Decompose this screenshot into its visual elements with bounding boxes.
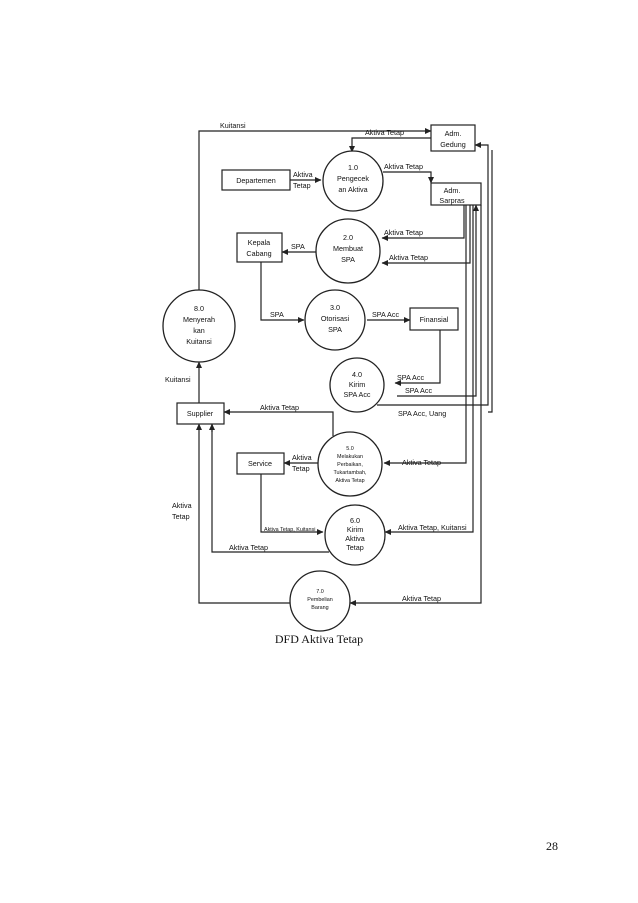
- flow-spa-p3: [260, 262, 305, 323]
- entity-supplier-label: Supplier: [187, 409, 214, 418]
- process-3: 3.0 Otorisasi SPA: [304, 289, 366, 351]
- process-4-number: 4.0: [352, 370, 362, 379]
- process-8-line4: Kuitansi: [186, 337, 212, 346]
- flow-aktiva-tetap-supplier: [223, 409, 334, 436]
- label-spa-p3: SPA: [270, 310, 284, 319]
- label-p5-service-1: Aktiva: [292, 453, 312, 462]
- entity-kepala-cabang: Kepala Cabang: [236, 232, 283, 263]
- entity-adm-gedung-line1: Adm.: [445, 129, 462, 138]
- label-aktiva-tetap-gedung: Aktiva Tetap: [365, 128, 404, 137]
- label-p6-in: Aktiva Tetap, Kuitansi: [398, 523, 467, 532]
- process-3-line2: Otorisasi: [321, 314, 350, 323]
- label-p7-in: Aktiva Tetap: [402, 594, 441, 603]
- flow-gedung-connector: [488, 150, 493, 413]
- process-2-number: 2.0: [343, 233, 353, 242]
- entity-adm-gedung: Adm. Gedung: [430, 124, 476, 152]
- entity-departemen-label: Departemen: [236, 176, 276, 185]
- label-spa-acc-uang: SPA Acc, Uang: [398, 409, 446, 418]
- process-5-number: 5.0: [346, 446, 354, 452]
- label-spa-kepala: SPA: [291, 242, 305, 251]
- flow-aktiva-tetap-gedung: [349, 137, 431, 153]
- flow-service-p6: [260, 474, 324, 535]
- flow-p2-out: [381, 205, 471, 266]
- process-5-line3: Perbaikan,: [337, 462, 363, 468]
- label-spa-acc-out: SPA Acc: [405, 386, 432, 395]
- flow-spa-acc-p4: [394, 330, 441, 386]
- process-7-line2: Pembelian: [307, 597, 332, 603]
- process-1-line2: Pengecek: [337, 174, 369, 183]
- process-6-number: 6.0: [350, 516, 360, 525]
- label-p2-out: Aktiva Tetap: [389, 253, 428, 262]
- entity-finansial-label: Finansial: [420, 315, 449, 324]
- flow-aktiva-tetap-left: [196, 423, 290, 604]
- label-dept-tetap: Tetap: [293, 181, 311, 190]
- label-service-p6: Aktiva Tetap, Kuitansi: [264, 527, 315, 533]
- label-spa-acc-p4: SPA Acc: [397, 373, 424, 382]
- page-number: 28: [546, 839, 558, 853]
- entity-finansial: Finansial: [409, 307, 459, 331]
- process-4-line2: Kirim: [349, 380, 365, 389]
- flow-aktiva-tetap-p1: [383, 171, 434, 184]
- process-4: 4.0 Kirim SPA Acc: [329, 357, 385, 413]
- label-p5-service-2: Tetap: [292, 464, 310, 473]
- entity-kepala-cabang-line1: Kepala: [248, 238, 270, 247]
- entity-service-label: Service: [248, 459, 272, 468]
- process-2: 2.0 Membuat SPA: [315, 218, 381, 284]
- label-dept-aktiva: Aktiva: [293, 170, 313, 179]
- process-6-line2: Kirim: [347, 525, 363, 534]
- figure-caption: DFD Aktiva Tetap: [274, 632, 364, 646]
- process-5-line2: Melakukan: [337, 454, 363, 460]
- entity-kepala-cabang-line2: Cabang: [246, 249, 271, 258]
- process-5-line5: Aktiva Tetap: [335, 478, 364, 484]
- flow-p6-supplier: [211, 424, 329, 553]
- label-aktiva-tetap-p1: Aktiva Tetap: [384, 162, 423, 171]
- label-kuitansi-top: Kuitansi: [220, 121, 246, 130]
- entity-supplier: Supplier: [176, 402, 225, 425]
- process-8-number: 8.0: [194, 304, 204, 313]
- entity-departemen: Departemen: [221, 169, 291, 191]
- process-5: 5.0 Melakukan Perbaikan, Tukartambah, Ak…: [317, 431, 383, 497]
- entity-adm-sarpras-line2: Sarpras: [439, 196, 465, 205]
- label-p5-in: Aktiva Tetap: [402, 458, 441, 467]
- entity-service: Service: [236, 452, 285, 475]
- entity-adm-sarpras-line1: Adm.: [444, 186, 461, 195]
- process-2-line3: SPA: [341, 255, 355, 264]
- process-2-line2: Membuat: [333, 244, 363, 253]
- entity-adm-gedung-line2: Gedung: [440, 140, 466, 149]
- process-7-line3: Barang: [311, 605, 328, 611]
- label-kuitansi-supplier: Kuitansi: [165, 375, 191, 384]
- process-5-line4: Tukartambah,: [333, 470, 367, 476]
- process-1-number: 1.0: [348, 163, 358, 172]
- label-spa-acc-fin: SPA Acc: [372, 310, 399, 319]
- flow-p5-in: [383, 205, 467, 466]
- process-3-line3: SPA: [328, 325, 342, 334]
- label-p6-supplier: Aktiva Tetap: [229, 543, 268, 552]
- process-6-line4: Tetap: [346, 543, 364, 552]
- process-8-line3: kan: [193, 326, 205, 335]
- process-8: 8.0 Menyerah kan Kuitansi: [162, 289, 236, 363]
- process-7: 7.0 Pembelian Barang: [289, 570, 351, 632]
- label-aktiva-left-2: Tetap: [172, 512, 190, 521]
- label-aktiva-left-1: Aktiva: [172, 501, 192, 510]
- process-6: 6.0 Kirim Aktiva Tetap: [324, 504, 386, 566]
- process-4-line3: SPA Acc: [343, 390, 370, 399]
- label-p2-in: Aktiva Tetap: [384, 228, 423, 237]
- process-6-line3: Aktiva: [345, 534, 365, 543]
- flow-kuitansi-top: [198, 128, 432, 290]
- flow-spa-acc-out: [397, 204, 479, 397]
- process-1-line3: an Aktiva: [338, 185, 367, 194]
- process-7-number: 7.0: [316, 589, 324, 595]
- flow-p6-in: [384, 205, 474, 535]
- entity-adm-sarpras: Adm. Sarpras: [430, 182, 482, 206]
- label-aktiva-tetap-supplier: Aktiva Tetap: [260, 403, 299, 412]
- process-3-number: 3.0: [330, 303, 340, 312]
- process-8-line2: Menyerah: [183, 315, 215, 324]
- process-1: 1.0 Pengecek an Aktiva: [322, 150, 384, 212]
- flow-p7-in: [349, 205, 482, 606]
- flow-spa-acc-uang: [377, 142, 489, 406]
- flow-p2-in: [381, 205, 465, 241]
